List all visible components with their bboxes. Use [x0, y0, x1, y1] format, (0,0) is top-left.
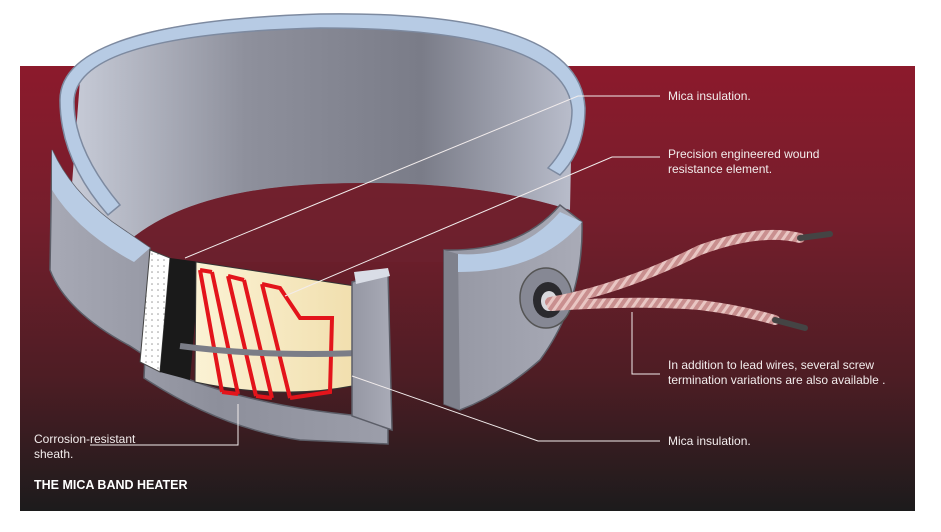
leader-lead-wires: [631, 312, 660, 375]
diagram-title: THE MICA BAND HEATER: [34, 478, 188, 492]
band-inner-wall: [70, 15, 572, 241]
heating-element: [198, 268, 335, 400]
band-top-rim: [59, 13, 586, 217]
label-resistance-element: Precision engineered wound resistance el…: [668, 147, 820, 176]
leader-mica-top: [184, 95, 660, 259]
leader-mica-bottom: [351, 375, 660, 442]
band-outer-mid: [351, 271, 393, 432]
label-corrosion-resistant-sheath: Corrosion-resistant sheath.: [34, 432, 136, 461]
label-mica-insulation-bottom: Mica insulation.: [668, 434, 751, 448]
lead-wires: [545, 229, 833, 331]
label-lead-wires: In addition to lead wires, several screw…: [668, 358, 886, 387]
leader-lines: [90, 95, 660, 446]
leader-element: [284, 156, 660, 297]
leader-sheath: [90, 404, 239, 446]
label-mica-insulation-top: Mica insulation.: [668, 89, 751, 103]
